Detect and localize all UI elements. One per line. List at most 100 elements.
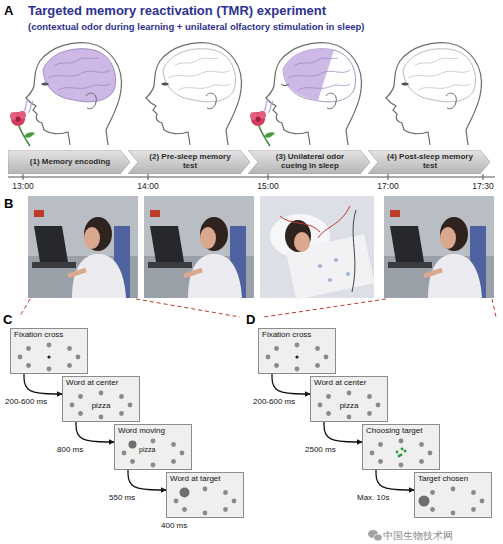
head-drawing [326, 93, 336, 109]
head-drawing [163, 49, 236, 102]
head-drawing [283, 49, 334, 100]
duration-label: Max. 10s [356, 493, 390, 502]
screen-caption: Word at center [63, 377, 139, 388]
head-drawing [386, 43, 481, 145]
target-dot [67, 363, 72, 368]
target-dot [171, 442, 176, 447]
screen-frame: Choosing target [362, 424, 440, 470]
chevron-shape [128, 150, 250, 174]
photo-sleep [294, 232, 310, 252]
selected-dot [419, 496, 430, 507]
screen-caption: Choosing target [363, 425, 439, 436]
head-drawing [206, 93, 216, 109]
target-dot [99, 391, 104, 396]
target-dot [203, 511, 208, 516]
target-dot [18, 355, 23, 360]
rose-drawing [250, 100, 275, 146]
time-label: 17:00 [377, 181, 398, 191]
screen-caption: Word at target [167, 473, 243, 484]
head-drawing [146, 43, 241, 145]
target-dot [295, 367, 300, 372]
zoom-leader [136, 299, 240, 317]
stimulus-word: pizza [115, 446, 191, 454]
panel-letter: C [3, 312, 12, 327]
cursor-dot [398, 455, 401, 458]
photo-sleep [280, 206, 350, 238]
head-drawing [146, 43, 241, 145]
target-dot [78, 394, 83, 399]
time-label: 14:00 [137, 181, 158, 191]
target-dot [399, 463, 404, 468]
target-dot [326, 411, 331, 416]
target-dot [47, 367, 52, 372]
target-dot [471, 507, 476, 512]
head-drawing [86, 93, 96, 109]
panel-letter: D [246, 312, 255, 327]
target-dot [130, 459, 135, 464]
watermark: 中国生物技术网 [383, 529, 453, 543]
head-drawing [26, 43, 121, 145]
target-dot [367, 411, 372, 416]
step-chevron: (1) Memory encoding [8, 150, 130, 174]
head-drawing [168, 58, 230, 90]
head-drawing [401, 83, 409, 86]
target-dot [451, 511, 456, 516]
target-dot [151, 439, 156, 444]
step-text-box: (1) Memory encoding [8, 150, 130, 174]
target-dot [419, 442, 424, 447]
duration-label: 2500 ms [304, 445, 337, 454]
photo-sleep [334, 258, 338, 262]
target-dot [324, 355, 329, 360]
target-dot [480, 499, 485, 504]
photo-sleep [346, 272, 350, 276]
zoom-leader [264, 299, 386, 317]
target-dot [376, 403, 381, 408]
sequence-arrow [76, 422, 114, 442]
panel-letter: A [4, 3, 13, 18]
step-label: (1) Memory encoding [30, 158, 110, 167]
photo [28, 196, 138, 298]
stimulus-word: pizza [63, 401, 139, 410]
cursor-dot [404, 450, 407, 453]
target-dot [315, 363, 320, 368]
step-text-box: (3) Unilateral odor cueing in sleep [248, 150, 370, 174]
target-dot [266, 355, 271, 360]
step-chevron: (3) Unilateral odor cueing in sleep [248, 150, 370, 174]
target-dot [203, 487, 208, 492]
panel-letter: B [4, 196, 13, 211]
chevron-shape [248, 150, 370, 174]
head-drawing [161, 83, 169, 86]
target-dot [295, 343, 300, 348]
sequence-arrow [24, 374, 62, 394]
target-dot [99, 415, 104, 420]
target-dot [399, 439, 404, 444]
target-dot [128, 403, 133, 408]
head-drawing [446, 93, 456, 109]
target-dot [274, 363, 279, 368]
cursor-dot [396, 451, 399, 454]
target-dot [370, 451, 375, 456]
step-chevron: (2) Pre-sleep memory test [128, 150, 250, 174]
step-label: (3) Unilateral odor cueing in sleep [262, 153, 358, 171]
screen-caption: Fixation cross [259, 329, 335, 340]
target-dot [47, 343, 52, 348]
photo [384, 196, 494, 298]
screen-frame: Target chosen [414, 472, 492, 518]
duration-label: 550 ms [108, 493, 136, 502]
sequence-arrow [324, 422, 362, 442]
target-dot [326, 394, 331, 399]
duration-label: 200-600 ms [4, 397, 48, 406]
target-dot [232, 499, 237, 504]
target-dot [70, 403, 75, 408]
zoom-leader [20, 299, 496, 317]
target-dot [274, 346, 279, 351]
timeline-axis [148, 174, 149, 180]
target-dot [378, 442, 383, 447]
target-dot [451, 487, 456, 492]
screen-frame: Fixation cross [258, 328, 336, 374]
target-dot [119, 411, 124, 416]
head-drawing [288, 58, 350, 90]
target-dot [174, 499, 179, 504]
screen-frame: Word at centerpizza [310, 376, 388, 422]
screen-frame: Word movingpizza [114, 424, 192, 470]
